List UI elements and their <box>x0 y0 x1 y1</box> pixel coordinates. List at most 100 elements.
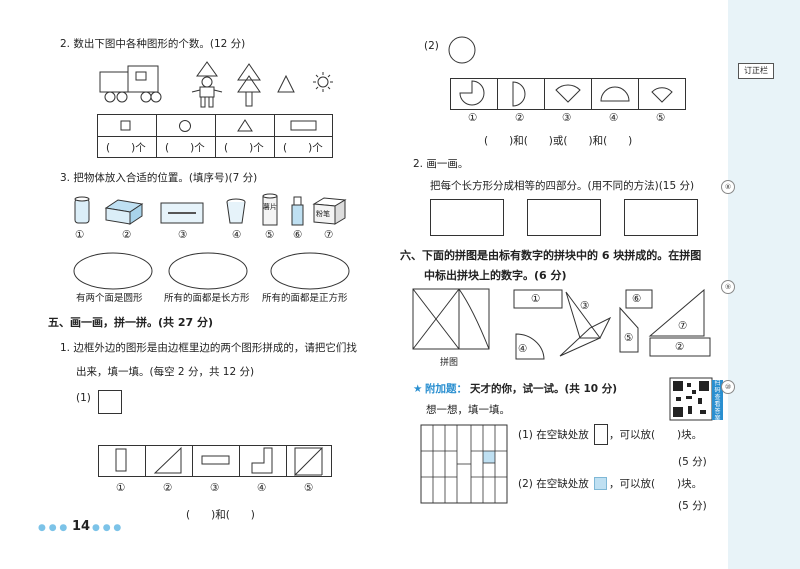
pieces-frame-right <box>450 78 686 110</box>
square-icon <box>120 120 131 131</box>
tree-figure <box>237 63 261 107</box>
target-square <box>98 390 122 414</box>
sub2-label: (2) <box>424 40 439 52</box>
bonus-prompt: 想一想，填一填。 <box>426 404 510 416</box>
object-num-7: ⑦ <box>324 229 334 241</box>
bonus1-score: (5 分) <box>678 456 707 468</box>
bonus2-score: (5 分) <box>678 500 707 512</box>
q2-title: 2. 数出下图中各种图形的个数。(12 分) <box>60 38 246 50</box>
left-answer[interactable]: ( )和( ) <box>186 509 255 521</box>
sidebar-circle-1: ⑧ <box>721 180 735 194</box>
piece-left-num-3: ③ <box>210 482 220 494</box>
chalk-box-object <box>312 197 347 225</box>
answer-oval-3[interactable] <box>270 252 350 290</box>
block-num-5: ⑤ <box>624 332 634 344</box>
section5-title: 五、画一画，拼一拼。(共 27 分) <box>48 316 214 329</box>
piece-right-2 <box>512 81 526 107</box>
piece-right-3 <box>555 84 581 103</box>
piece-right-4 <box>600 86 630 102</box>
bonus2-tile-filled <box>594 477 607 490</box>
count-blank-3[interactable]: ( )个 <box>224 142 264 154</box>
gift-box-object <box>104 199 144 225</box>
piece-right-1 <box>459 80 485 106</box>
answer-oval-2[interactable] <box>168 252 248 290</box>
block-num-6: ⑥ <box>632 293 642 305</box>
pieces-frame-left <box>98 445 332 477</box>
block-6 <box>625 289 653 309</box>
qr-caption: 扫码查看答案 <box>712 380 723 422</box>
pencil-box-object <box>160 202 204 224</box>
object-num-6: ⑥ <box>293 229 303 241</box>
block-1 <box>513 289 563 309</box>
section6-line1: 六、下面的拼图是由标有数字的拼块中的 6 块拼成的。在拼图 <box>400 249 702 262</box>
piece-left-4 <box>251 447 273 474</box>
piece-right-num-5: ⑤ <box>656 112 666 124</box>
piece-left-num-5: ⑤ <box>304 482 314 494</box>
circle-icon <box>179 120 191 132</box>
count-blank-1[interactable]: ( )个 <box>106 142 146 154</box>
puzzle-caption: 拼图 <box>440 358 459 368</box>
truck-figure <box>99 65 162 103</box>
draw-rect-1[interactable] <box>430 199 504 236</box>
piece-left-num-1: ① <box>116 482 126 494</box>
robot-figure <box>191 61 223 108</box>
block-2 <box>649 337 711 357</box>
tile-grid[interactable] <box>420 424 511 507</box>
bonus2-text-b: ，可以放( <box>609 478 656 490</box>
block-num-1: ① <box>531 293 541 305</box>
count-blank-2[interactable]: ( )个 <box>165 142 205 154</box>
puzzle-figure[interactable] <box>412 288 493 351</box>
oval-label-3: 所有的面都是正方形 <box>262 293 348 304</box>
object-num-2: ② <box>122 229 132 241</box>
bottle-object <box>291 196 304 226</box>
object-num-5: ⑤ <box>265 229 275 241</box>
block-7 <box>648 288 705 337</box>
draw-title: 2. 画一画。 <box>413 158 469 170</box>
draw-rect-2[interactable] <box>527 199 601 236</box>
block-num-7: ⑦ <box>678 320 688 332</box>
answer-oval-1[interactable] <box>73 252 153 290</box>
page-number: 14 <box>72 519 91 534</box>
triangle-icon <box>237 119 253 132</box>
bonus1-text-b: ，可以放( <box>609 429 656 441</box>
count-blank-4[interactable]: ( )个 <box>283 142 323 154</box>
right-answer[interactable]: ( )和( )或( )和( ) <box>484 135 633 147</box>
q3-title: 3. 把物体放入合适的位置。(填序号)(7 分) <box>60 172 258 184</box>
sub1-label: (1) <box>76 392 91 404</box>
correction-label: 订正栏 <box>738 63 774 79</box>
target-circle <box>448 36 476 64</box>
rectangle-icon <box>290 120 317 131</box>
bonus1-text-c[interactable]: )块。 <box>677 429 703 441</box>
sidebar-circle-3: ⑩ <box>721 380 735 394</box>
page-dots-right: ● ● ● <box>92 523 122 533</box>
chalk-label: 粉笔 <box>316 210 330 218</box>
section6-line2: 中标出拼块上的数字。(6 分) <box>424 269 567 282</box>
piece-right-5 <box>651 87 673 103</box>
piece-right-num-2: ② <box>515 112 525 124</box>
bonus-star: ★ <box>413 383 423 395</box>
piece-left-2 <box>153 446 182 474</box>
block-num-4: ④ <box>518 343 528 355</box>
correction-sidebar <box>728 0 800 569</box>
draw-rect-3[interactable] <box>624 199 698 236</box>
section5-q1-line1: 1. 边框外边的图形是由边框里边的两个图形拼成的，请把它们找 <box>60 342 357 354</box>
block-8 <box>559 316 612 357</box>
piece-left-5 <box>294 447 324 477</box>
triangle-figure <box>277 74 295 93</box>
object-num-4: ④ <box>232 229 242 241</box>
object-num-1: ① <box>75 229 85 241</box>
cup-object <box>226 198 246 224</box>
bonus2-text-c[interactable]: )块。 <box>677 478 703 490</box>
piece-left-num-2: ② <box>163 482 173 494</box>
sun-figure <box>313 72 333 92</box>
qr-code[interactable] <box>669 377 713 421</box>
block-num-3: ③ <box>580 300 590 312</box>
piece-right-num-3: ③ <box>562 112 572 124</box>
can-object <box>74 196 90 224</box>
section5-q1-line2: 出来，填一填。(每空 2 分，共 12 分) <box>76 366 255 378</box>
block-4 <box>515 333 545 360</box>
piece-right-num-1: ① <box>468 112 478 124</box>
bonus-subtitle: 天才的你，试一试。(共 10 分) <box>470 383 618 395</box>
object-num-3: ③ <box>178 229 188 241</box>
oval-label-2: 所有的面都是长方形 <box>164 293 250 304</box>
